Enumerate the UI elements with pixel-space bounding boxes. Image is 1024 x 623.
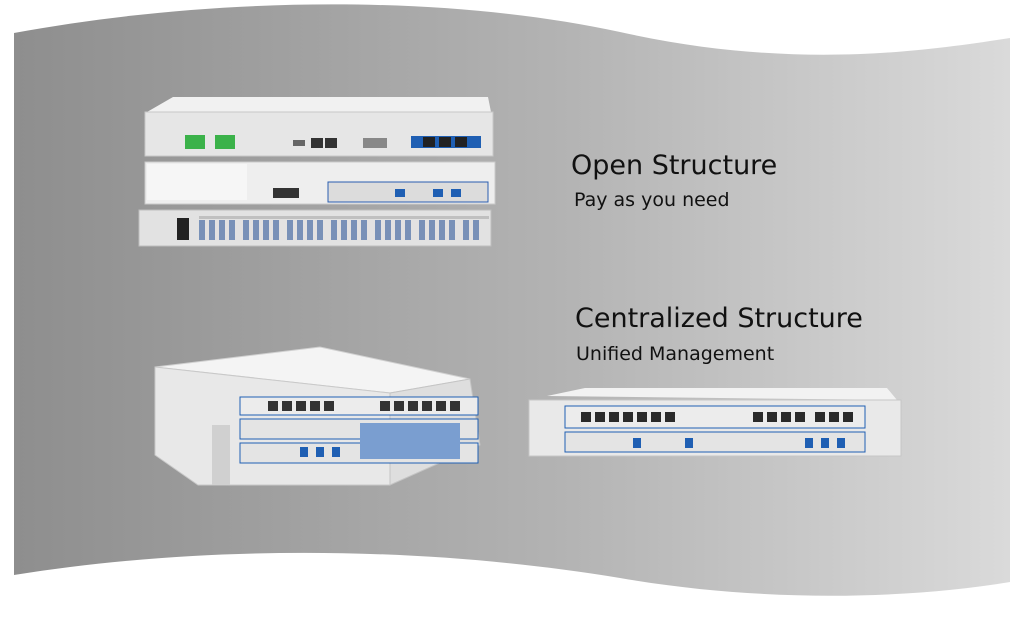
centralized-structure-title: Centralized Structure	[575, 303, 863, 334]
open-structure-device-stack	[138, 97, 496, 247]
open-structure-title: Open Structure	[571, 150, 778, 181]
centralized-chassis-1u	[528, 388, 902, 457]
open-structure-subtitle: Pay as you need	[574, 189, 730, 211]
centralized-chassis-2u	[154, 346, 481, 486]
centralized-structure-subtitle: Unified Management	[576, 343, 775, 365]
